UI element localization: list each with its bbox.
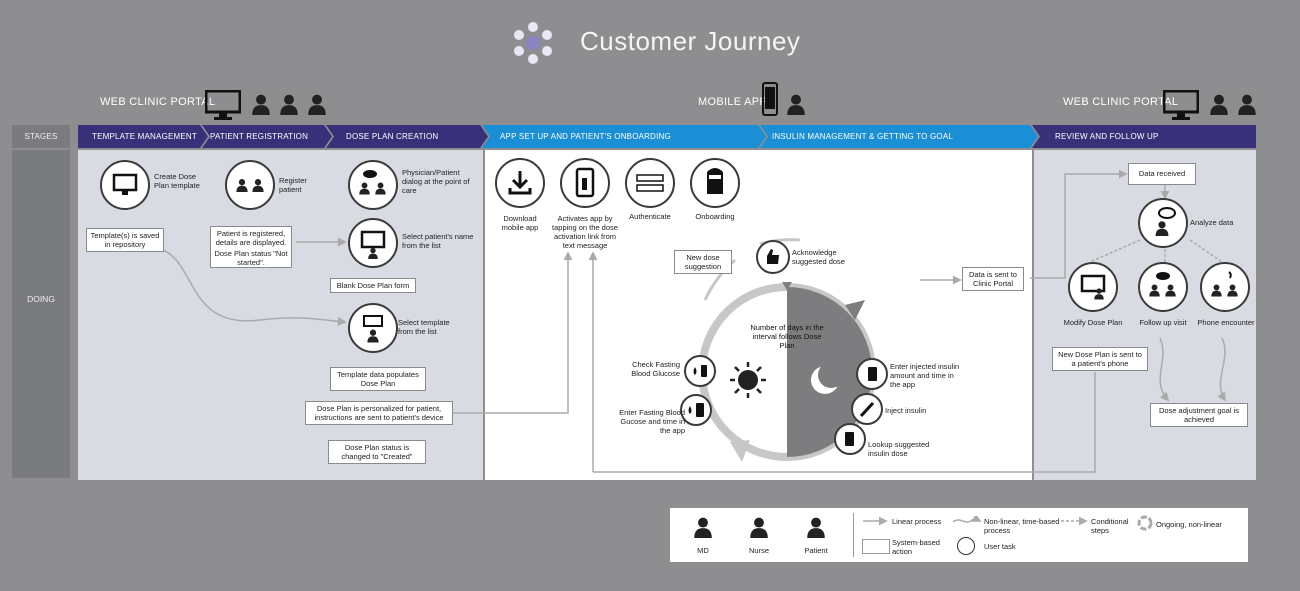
analyze-label: Analyze data [1190, 218, 1234, 227]
stage-app-setup: APP SET UP AND PATIENT'S ONBOARDING [500, 132, 671, 141]
legend-conditional-icon [1061, 516, 1088, 526]
check-glucose-label: Check Fasting Blood Glucose [631, 360, 680, 378]
section-web-portal-right: WEB CLINIC PORTAL [1063, 96, 1179, 108]
patient-registered-text: Patient is registered, details are displ… [215, 229, 287, 247]
create-template-task[interactable] [100, 160, 150, 210]
blank-form-box: Blank Dose Plan form [330, 278, 416, 293]
phone-icon [762, 82, 778, 121]
enter-insulin-task[interactable] [856, 358, 888, 390]
new-plan-sent-box: New Dose Plan is sent to a patient's pho… [1052, 347, 1148, 371]
data-received-box: Data received [1128, 163, 1196, 185]
stages-row-label-cell: STAGES [12, 125, 70, 148]
create-template-label: Create Dose Plan template [154, 172, 200, 190]
stage-template-management: TEMPLATE MANAGEMENT [92, 132, 197, 141]
register-patient-label: Register patient [279, 176, 307, 194]
dialog-task[interactable] [348, 160, 398, 210]
legend-conditional: Conditional steps [1091, 517, 1129, 535]
template-populates-box: Template data populates Dose Plan [330, 367, 426, 391]
download-app-task[interactable] [495, 158, 545, 208]
follow-up-task[interactable] [1138, 262, 1188, 312]
stage-dose-plan-creation: DOSE PLAN CREATION [346, 132, 439, 141]
legend-nonlinear: Non-linear, time-based process [984, 517, 1060, 535]
download-app-label: Download mobile app [501, 214, 539, 232]
modify-plan-label: Modify Dose Plan [1063, 318, 1123, 327]
phone-encounter-task[interactable] [1200, 262, 1250, 312]
doing-row-label-cell: DOING [12, 150, 70, 478]
doing-row-label: DOING [27, 294, 55, 304]
legend-ongoing: Ongoing, non-linear [1156, 520, 1222, 529]
select-template-label: Select template from the list [398, 318, 450, 336]
monitor-icon [1162, 89, 1200, 125]
enter-glucose-task[interactable] [680, 394, 712, 426]
check-glucose-task[interactable] [684, 355, 716, 387]
legend-patient: Patient [804, 546, 828, 555]
dialog-label: Physician/Patient dialog at the point of… [402, 168, 470, 195]
section-web-portal-left: WEB CLINIC PORTAL [100, 96, 216, 108]
legend-system-icon [862, 539, 890, 554]
stage-insulin-management: INSULIN MANAGEMENT & GETTING TO GOAL [772, 132, 954, 141]
activate-app-label: Activates app by tapping on the dose act… [552, 214, 618, 250]
section-mobile-app: MOBILE APP [698, 96, 768, 108]
select-patient-label: Select patient's name from the list [402, 232, 474, 250]
cycle-center-text: Number of days in the interval follows D… [750, 323, 824, 350]
legend-linear-icon [863, 516, 888, 526]
phone-encounter-label: Phone encounter [1197, 318, 1255, 327]
legend-md-icon [694, 517, 712, 538]
stage-review-follow-up: REVIEW AND FOLLOW UP [1055, 132, 1159, 141]
new-dose-box: New dose suggestion [674, 250, 732, 274]
monitor-icon [204, 89, 242, 125]
stage-bar [78, 125, 1256, 148]
authenticate-task[interactable] [625, 158, 675, 208]
onboarding-label: Onboarding [695, 212, 735, 221]
legend-ongoing-icon [1137, 515, 1153, 531]
select-patient-task[interactable] [348, 218, 398, 268]
legend-linear: Linear process [892, 517, 942, 526]
enter-insulin-label: Enter injected insulin amount and time i… [890, 362, 960, 389]
modify-plan-task[interactable] [1068, 262, 1118, 312]
lookup-label: Lookup suggested insulin dose [868, 440, 930, 458]
goal-achieved-box: Dose adjustment goal is achieved [1150, 403, 1248, 427]
legend-user-task: User task [984, 542, 1016, 551]
inject-label: Inject insulin [885, 406, 927, 415]
status-created-box: Dose Plan status is changed to "Created" [328, 440, 426, 464]
page-title: Customer Journey [580, 26, 801, 56]
enter-glucose-label: Enter Fasting Blood Gucose and time in t… [619, 408, 685, 435]
panel-web-portal-left [78, 150, 483, 480]
stages-row-label: STAGES [24, 132, 58, 141]
acknowledge-task[interactable] [756, 240, 790, 274]
legend-nonlinear-icon [952, 516, 982, 523]
select-template-task[interactable] [348, 303, 398, 353]
legend-md: MD [697, 546, 709, 555]
patient-registered-box: Patient is registered, details are displ… [210, 226, 292, 268]
follow-up-label: Follow up visit [1139, 318, 1187, 327]
lookup-task[interactable] [834, 423, 866, 455]
legend-nurse-icon [750, 517, 768, 538]
legend-system: System-based action [892, 538, 940, 556]
activate-app-task[interactable] [560, 158, 610, 208]
stage-patient-registration: PATIENT REGISTRATION [210, 132, 309, 141]
personalized-box: Dose Plan is personalized for patient, i… [305, 401, 453, 425]
legend-patient-icon [807, 517, 825, 538]
status-not-started-text: Dose Plan status "Not started". [214, 249, 288, 267]
authenticate-label: Authenticate [629, 212, 671, 221]
acknowledge-label: Acknowledge suggested dose [792, 248, 845, 266]
data-sent-box: Data is sent to Clinic Portal [962, 267, 1024, 291]
onboarding-task[interactable] [690, 158, 740, 208]
legend: MD Nurse Patient Linear process Non-line… [670, 508, 1248, 562]
legend-nurse: Nurse [748, 546, 769, 555]
template-saved-box: Template(s) is saved in repository [86, 228, 164, 252]
logo-icon [508, 18, 558, 68]
legend-user-task-icon [957, 537, 975, 555]
inject-task[interactable] [851, 393, 883, 425]
register-patient-task[interactable] [225, 160, 275, 210]
analyze-task[interactable] [1138, 198, 1188, 248]
